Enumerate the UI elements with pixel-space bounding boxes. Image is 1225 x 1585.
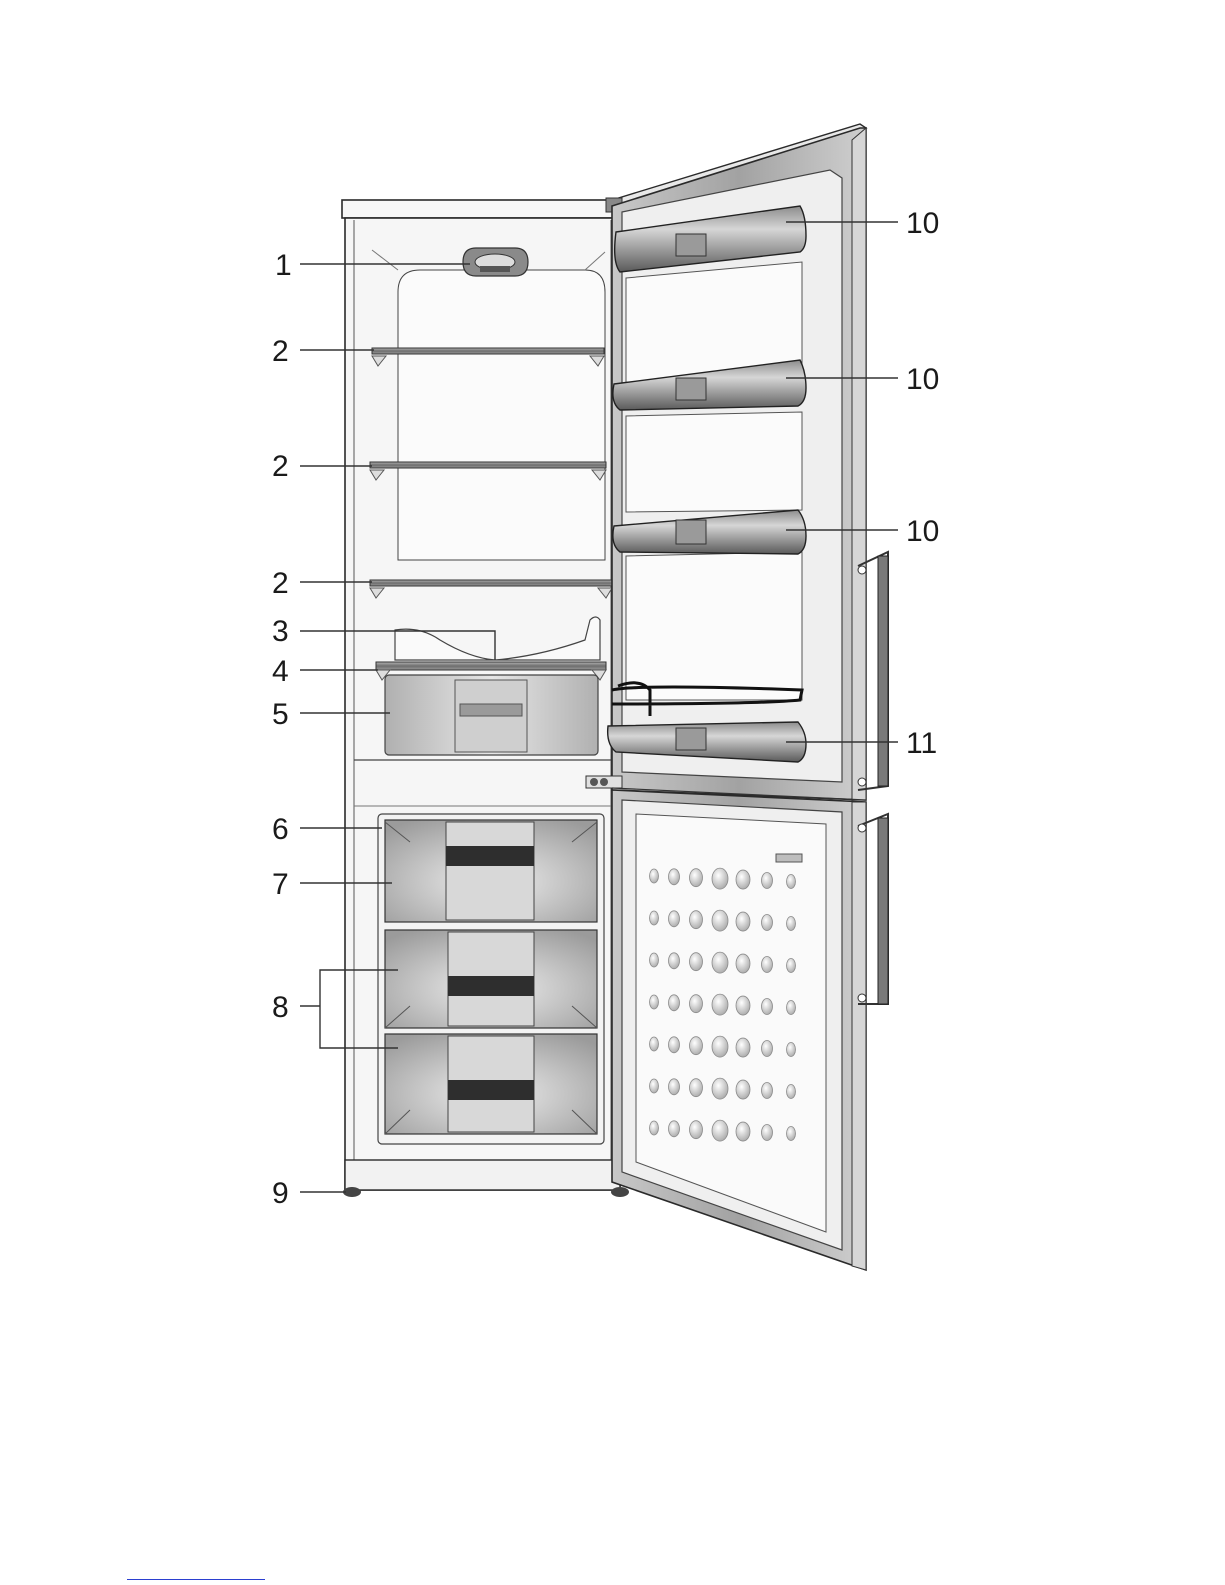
dimple bbox=[762, 915, 773, 931]
dimple bbox=[762, 873, 773, 889]
dimple bbox=[712, 1078, 728, 1099]
dimple bbox=[762, 999, 773, 1015]
dimple bbox=[712, 868, 728, 889]
thermostat-light-housing bbox=[463, 248, 528, 276]
callout-10: 10 bbox=[906, 207, 939, 240]
dimple bbox=[736, 1038, 750, 1057]
callout-3: 3 bbox=[272, 615, 289, 648]
dimple bbox=[650, 869, 659, 883]
dimple bbox=[712, 1036, 728, 1057]
dimple bbox=[762, 1041, 773, 1057]
dimple bbox=[787, 916, 796, 930]
dimple bbox=[690, 1121, 703, 1139]
callout-7: 7 bbox=[272, 868, 289, 901]
dimple bbox=[736, 954, 750, 973]
callout-4: 4 bbox=[272, 655, 289, 688]
dimple bbox=[690, 1037, 703, 1055]
dimple bbox=[736, 1122, 750, 1141]
dimple bbox=[736, 870, 750, 889]
callout-1: 1 bbox=[275, 249, 292, 282]
dimple bbox=[690, 911, 703, 929]
dimple bbox=[712, 952, 728, 973]
dimple bbox=[762, 1083, 773, 1099]
dimple bbox=[690, 1079, 703, 1097]
dimple bbox=[669, 1079, 680, 1095]
footer-rule bbox=[127, 1579, 265, 1580]
crisper-drawer bbox=[385, 675, 598, 755]
freezer-compartment bbox=[378, 814, 604, 1144]
dimple bbox=[669, 911, 680, 927]
dimple bbox=[669, 1121, 680, 1137]
dimple bbox=[650, 1037, 659, 1051]
callout-2: 2 bbox=[272, 335, 289, 368]
dimple bbox=[669, 1037, 680, 1053]
callout-10: 10 bbox=[906, 363, 939, 396]
dimple bbox=[787, 874, 796, 888]
dimple bbox=[712, 1120, 728, 1141]
callout-2: 2 bbox=[272, 567, 289, 600]
dimple bbox=[736, 912, 750, 931]
dimple bbox=[787, 1042, 796, 1056]
freezer-door bbox=[612, 790, 888, 1270]
callout-8: 8 bbox=[272, 991, 289, 1024]
dimple bbox=[690, 953, 703, 971]
dimple bbox=[669, 995, 680, 1011]
dimple bbox=[787, 1000, 796, 1014]
dimple bbox=[712, 910, 728, 931]
dimple bbox=[690, 995, 703, 1013]
freezer-drawer bbox=[385, 930, 597, 1028]
dimple bbox=[712, 994, 728, 1015]
dimple bbox=[669, 869, 680, 885]
dimple bbox=[787, 1126, 796, 1140]
dimple bbox=[650, 1121, 659, 1135]
dimple bbox=[736, 996, 750, 1015]
fridge-door bbox=[606, 124, 888, 800]
freezer-drawer bbox=[385, 1034, 597, 1134]
dimple bbox=[650, 995, 659, 1009]
dimple bbox=[650, 953, 659, 967]
dimple bbox=[736, 1080, 750, 1099]
dimple bbox=[650, 911, 659, 925]
callout-2: 2 bbox=[272, 450, 289, 483]
dimple bbox=[669, 953, 680, 969]
dimple bbox=[787, 1084, 796, 1098]
callout-11: 11 bbox=[906, 727, 937, 760]
dimple bbox=[650, 1079, 659, 1093]
dimple bbox=[762, 957, 773, 973]
callout-9: 9 bbox=[272, 1177, 289, 1210]
callout-10: 10 bbox=[906, 515, 939, 548]
dimple bbox=[787, 958, 796, 972]
callout-6: 6 bbox=[272, 813, 289, 846]
dimple bbox=[690, 869, 703, 887]
dimple bbox=[762, 1125, 773, 1141]
callout-5: 5 bbox=[272, 698, 289, 731]
freezer-drawer bbox=[385, 820, 597, 922]
